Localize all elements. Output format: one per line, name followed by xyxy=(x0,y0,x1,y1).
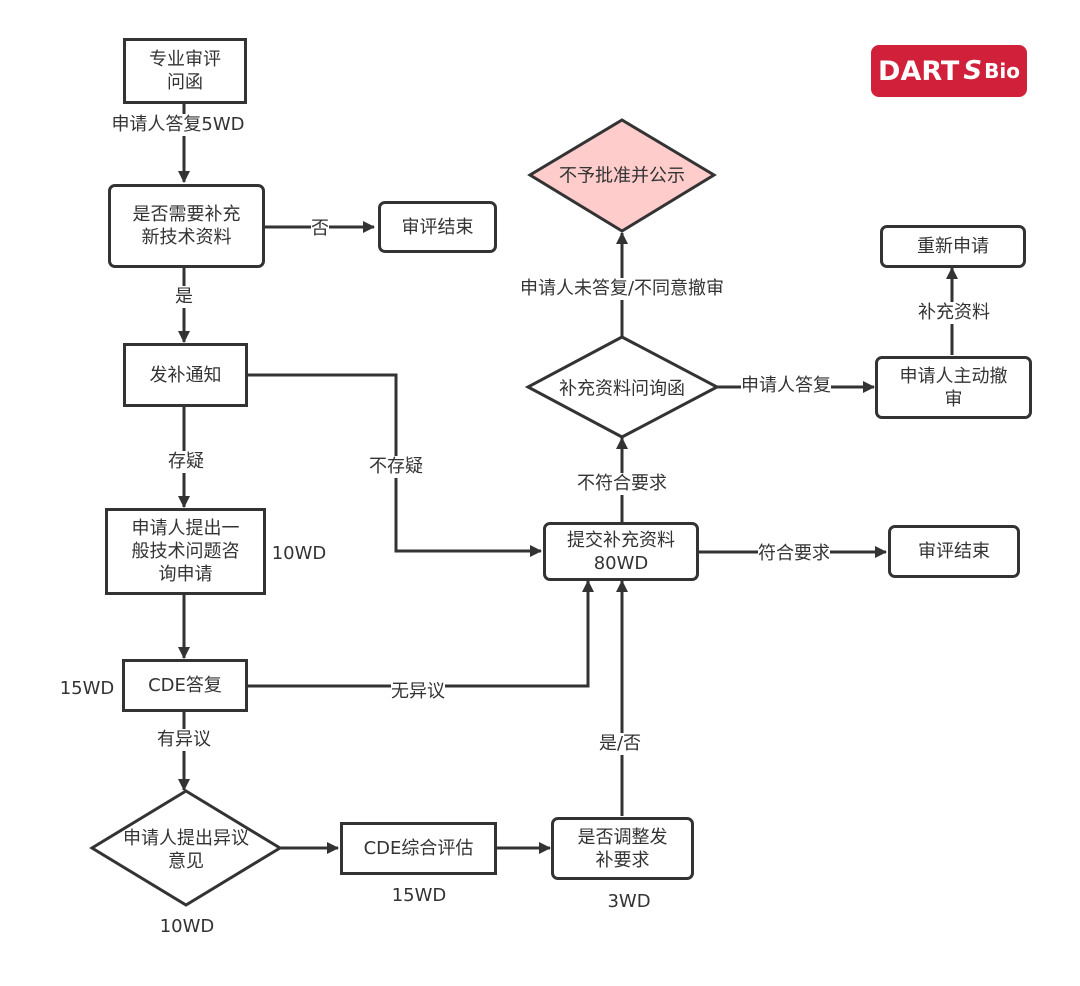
logo-brand: DART xyxy=(878,55,960,87)
reject-publicize-diamond[interactable] xyxy=(527,118,717,233)
node-issue-supplement-notice[interactable]: 发补通知 xyxy=(123,343,248,407)
edge-cde-reply-to-submit xyxy=(248,580,594,688)
node-label: 是否调整发 补要求 xyxy=(577,826,668,871)
edge-label-no-doubt: 不存疑 xyxy=(369,456,423,478)
node-reapply[interactable]: 重新申请 xyxy=(880,225,1026,268)
node-label: 重新申请 xyxy=(917,236,989,257)
duration-cde-reply: 15WD xyxy=(59,678,115,699)
edge-label-yes-no: 是/否 xyxy=(598,733,642,755)
edge-label-doubt: 存疑 xyxy=(168,451,204,473)
supplement-inquiry-diamond[interactable] xyxy=(524,335,721,439)
node-label: CDE综合评估 xyxy=(363,838,474,859)
dart-bio-logo: DART S Bio xyxy=(871,45,1027,97)
edge-label-reply-5wd: 申请人答复5WD xyxy=(111,114,245,136)
node-label: 是否需要补充 新技术资料 xyxy=(132,204,241,248)
node-label: 发补通知 xyxy=(149,364,222,386)
node-label: CDE答复 xyxy=(148,675,222,696)
edge-label-no-objection: 无异议 xyxy=(391,681,445,703)
node-label: 审评结束 xyxy=(401,216,474,238)
edge-label-no: 否 xyxy=(311,218,329,240)
node-withdraw[interactable]: 申请人主动撤 审 xyxy=(875,356,1032,419)
logo-suffix: Bio xyxy=(984,59,1020,83)
node-review-end-1[interactable]: 审评结束 xyxy=(378,201,497,253)
node-label: 专业审评 问函 xyxy=(149,49,221,93)
supplement-inquiry-label: 补充资料问询函 xyxy=(559,378,685,400)
node-submit-supplement[interactable]: 提交补充资料 80WD xyxy=(543,522,699,581)
duration-adjust: 3WD xyxy=(607,891,651,912)
node-label: 提交补充资料 80WD xyxy=(567,529,675,574)
edge-label-meets-req: 符合要求 xyxy=(758,543,830,565)
edge-label-has-objection: 有异议 xyxy=(157,729,211,751)
node-cde-assessment[interactable]: CDE综合评估 xyxy=(340,822,497,875)
duration-consult: 10WD xyxy=(271,543,327,564)
duration-assessment: 15WD xyxy=(391,885,447,906)
node-adjust-requirements[interactable]: 是否调整发 补要求 xyxy=(551,817,694,880)
logo-swoosh-icon: S xyxy=(963,56,983,86)
node-review-end-2[interactable]: 审评结束 xyxy=(888,525,1020,578)
edge-label-not-meets-req: 不符合要求 xyxy=(577,473,667,495)
edge-label-supplement-data: 补充资料 xyxy=(918,302,990,324)
node-professional-review[interactable]: 专业审评 问函 xyxy=(123,38,247,104)
reject-publicize-label: 不予批准并公示 xyxy=(559,165,685,187)
node-label: 申请人主动撤 审 xyxy=(899,365,1008,410)
applicant-objection-diamond[interactable] xyxy=(89,789,283,907)
node-need-new-tech-data[interactable]: 是否需要补充 新技术资料 xyxy=(108,184,265,268)
edge-label-applicant-reply: 申请人答复 xyxy=(741,375,831,397)
node-cde-reply[interactable]: CDE答复 xyxy=(122,659,248,712)
node-label: 审评结束 xyxy=(918,541,990,562)
node-label: 申请人提出一 般技术问题咨 询申请 xyxy=(131,518,240,585)
duration-objection: 10WD xyxy=(159,916,215,937)
applicant-objection-label: 申请人提出异议 意见 xyxy=(123,828,249,872)
node-general-tech-consult[interactable]: 申请人提出一 般技术问题咨 询申请 xyxy=(105,508,266,595)
edge-label-no-reply-disagree: 申请人未答复/不同意撤审 xyxy=(519,278,725,300)
edge-label-yes: 是 xyxy=(175,286,193,308)
